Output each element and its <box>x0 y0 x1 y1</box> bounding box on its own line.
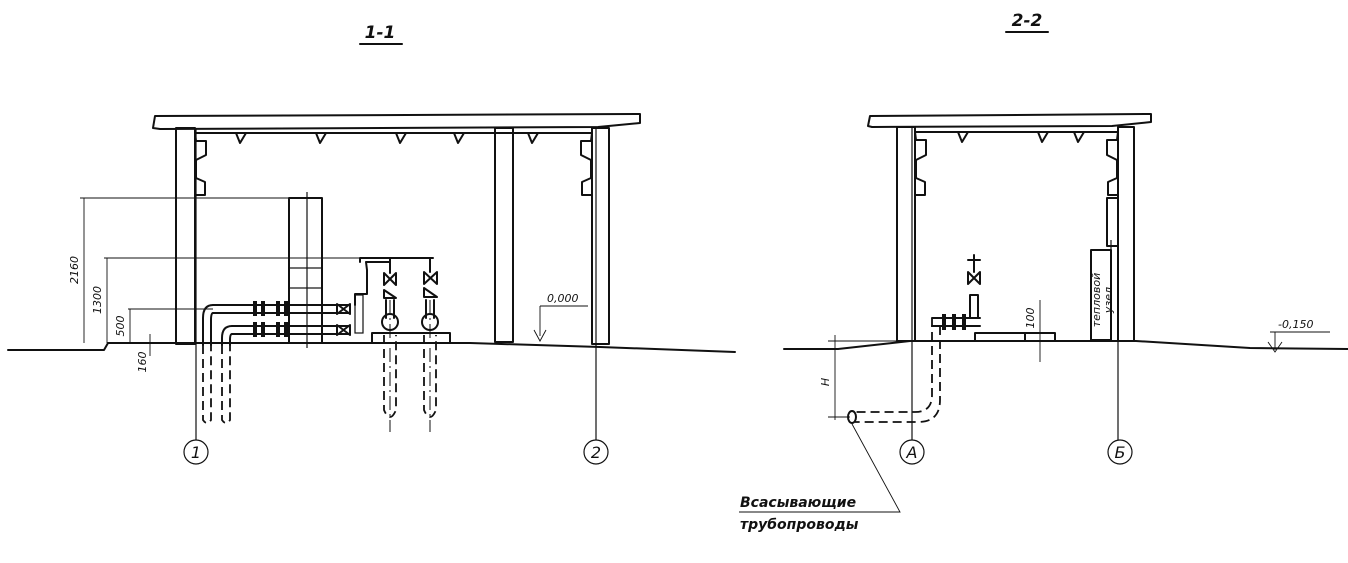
underground-pipe-d <box>423 335 437 418</box>
axis-bubble-b <box>1107 439 1133 465</box>
pump-2-stem <box>425 299 435 319</box>
level-0-text: 0,000 <box>547 292 579 305</box>
level-minus-arrow <box>1267 341 1283 353</box>
dim-1300-text: 1300 <box>91 286 104 314</box>
heat-unit-upper <box>1106 197 1119 247</box>
axis-1-label: 1 <box>191 443 201 462</box>
haunch-right-1 <box>580 132 593 196</box>
pump-2-valve <box>423 271 438 285</box>
pump-1-valve <box>383 272 397 286</box>
note-line-1: Всасывающие <box>740 495 856 511</box>
dim-160-text: 160 <box>136 352 149 373</box>
manifold-flanges <box>942 314 966 330</box>
section-2-2-title: 2-2 <box>1012 11 1043 31</box>
section-1-1: 1-1 <box>7 23 736 465</box>
dim-100-text: 100 <box>1024 308 1037 329</box>
valve-upper <box>336 303 351 315</box>
underground-pipe-c <box>383 335 397 418</box>
pump-2-check <box>423 287 438 298</box>
section-2-2: 2-2 тепловой узел <box>739 11 1348 533</box>
dim-500-text: 500 <box>114 316 127 337</box>
level-0-arrow <box>533 329 547 342</box>
roof-ribs-1 <box>235 132 539 144</box>
haunch-left-2 <box>914 131 927 196</box>
cabinet-box <box>288 267 323 289</box>
section-1-1-title: 1-1 <box>365 23 396 43</box>
roof-slab-2 <box>867 113 1152 128</box>
roof-ribs-2 <box>957 131 1085 143</box>
column-left-2 <box>896 126 916 342</box>
note-leader <box>739 423 901 513</box>
pipe-bend-upper <box>202 304 214 346</box>
note-line-2: трубопроводы <box>740 517 859 533</box>
column-right-2 <box>1117 126 1135 342</box>
roof-slab-1 <box>152 113 641 130</box>
valve-lower <box>336 324 351 336</box>
axis-b-label: Б <box>1115 443 1126 462</box>
floor-plate <box>974 332 1026 342</box>
cabinet-tall <box>288 197 323 344</box>
axis-bubble-1 <box>183 439 209 465</box>
ground-line-2 <box>783 340 1348 350</box>
suction-pipe-inner <box>855 326 941 423</box>
manifold-riser <box>969 294 979 319</box>
underground-pipe-a <box>202 345 212 424</box>
axis-bubble-a <box>899 439 925 465</box>
pump-base <box>371 332 451 344</box>
level-minus-text: -0,150 <box>1278 318 1313 331</box>
axis-2-label: 2 <box>591 443 601 462</box>
haunch-left-1 <box>194 132 207 196</box>
ground-line-1 <box>7 342 736 353</box>
column-right-1 <box>591 127 610 345</box>
dim-h-text: H <box>819 378 832 386</box>
axis-a-label: А <box>906 443 918 462</box>
manifold-valve <box>967 271 981 285</box>
column-left-1 <box>175 127 196 345</box>
filter-body <box>354 294 364 334</box>
haunch-right-2 <box>1106 131 1119 196</box>
underground-pipe-b <box>221 345 231 424</box>
pipe-bend-lower <box>221 325 233 346</box>
heat-unit-label-1: тепловой <box>1090 273 1103 328</box>
axis-bubble-2 <box>583 439 609 465</box>
flanges-1 <box>253 301 288 337</box>
heat-unit-label-2: узел <box>1102 287 1115 314</box>
pump-1-stem <box>385 299 395 319</box>
suction-pipe-outer <box>855 318 933 413</box>
pump-1-check <box>383 289 397 299</box>
column-middle-1 <box>494 127 514 343</box>
dim-2160-text: 2160 <box>68 256 81 284</box>
